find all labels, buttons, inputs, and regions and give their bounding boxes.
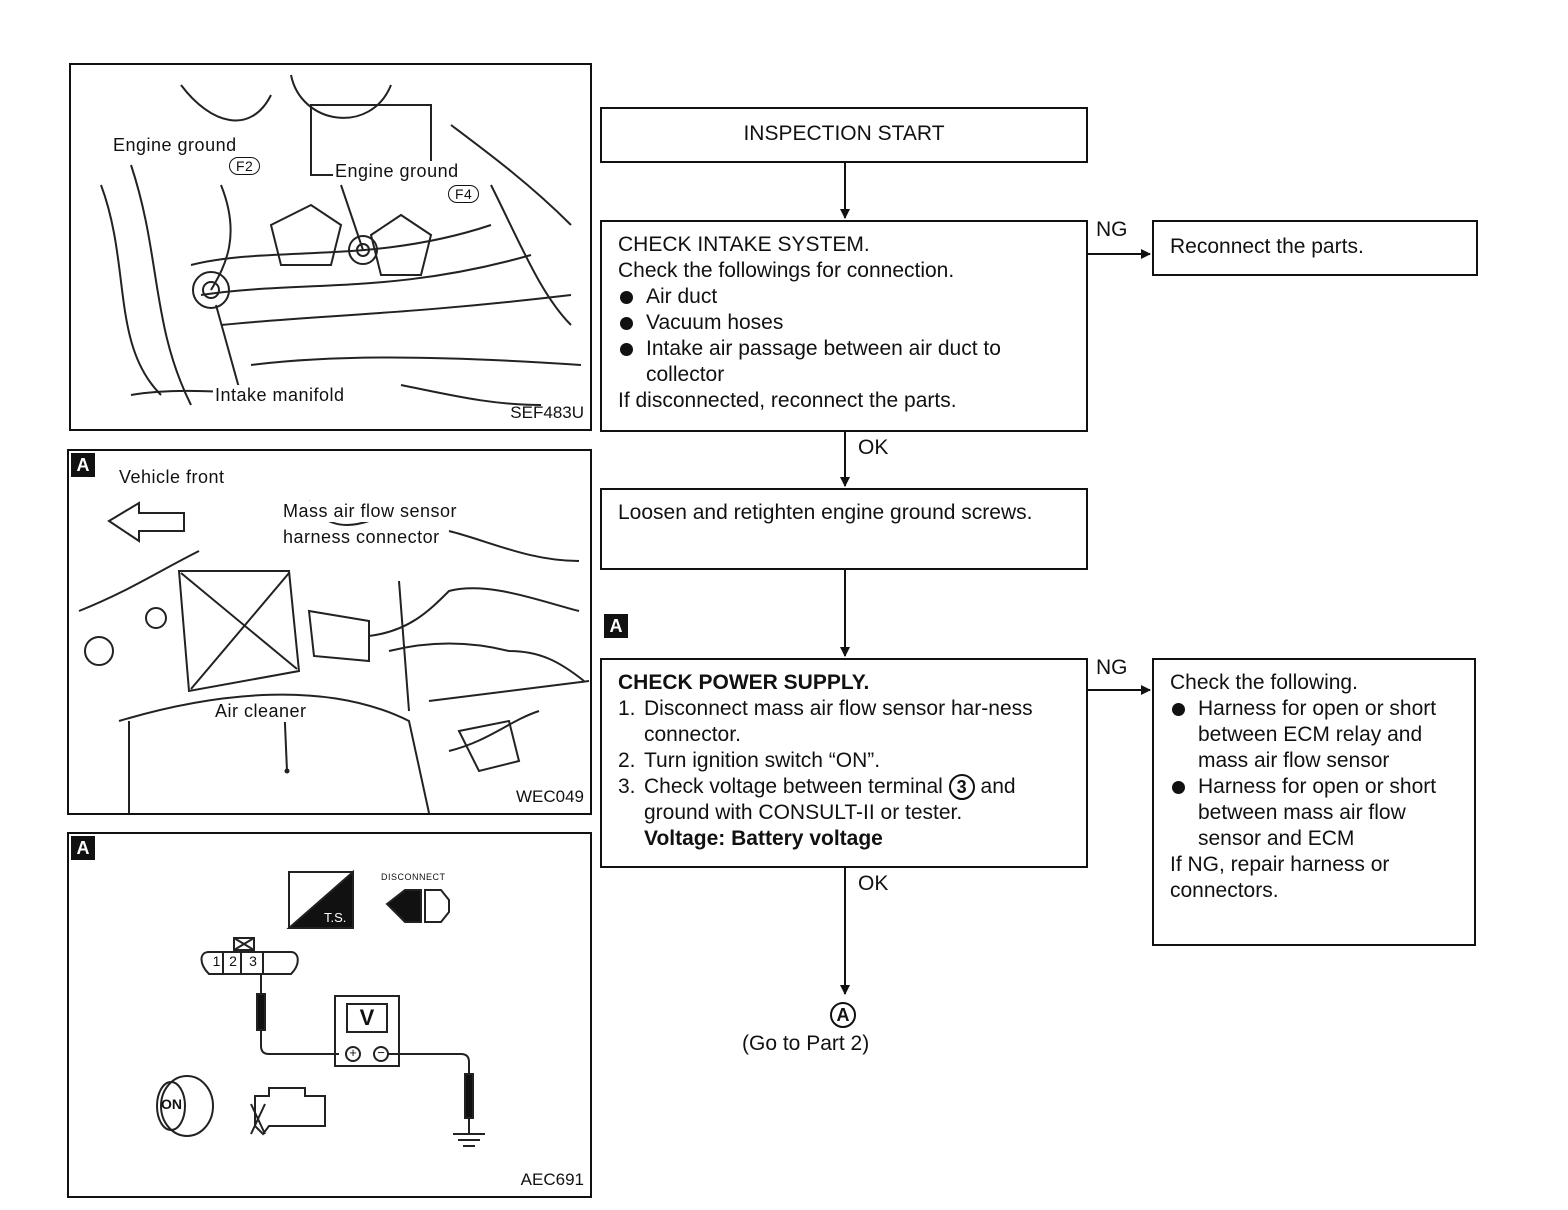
- connector-pin-2: 2: [229, 953, 237, 969]
- goto-label: (Go to Part 2): [742, 1032, 870, 1055]
- check-following-box: Check the following. Harness for open or…: [1152, 658, 1476, 946]
- voltage-check-diagram: [156, 869, 485, 1147]
- intake-title: CHECK INTAKE SYSTEM.: [618, 233, 870, 256]
- loosen-box: Loosen and retighten engine ground screw…: [600, 488, 1088, 570]
- goto-marker-badge: A: [830, 1002, 856, 1028]
- label-engine-ground-f2: Engine ground: [111, 135, 239, 156]
- list-item: 1. Disconnect mass air flow sensor har-ne…: [618, 696, 1070, 748]
- voltmeter-label: V: [359, 1005, 375, 1030]
- figure-maf-connector: A Vehicle front Mass air flow sensor har…: [67, 449, 592, 815]
- inspection-start-label: INSPECTION START: [743, 122, 945, 145]
- disconnect-label: DISCONNECT: [381, 872, 446, 882]
- label-vehicle-front: Vehicle front: [117, 467, 227, 488]
- connector-pin-1: 1: [212, 953, 221, 969]
- terminal-badge: 3: [948, 774, 975, 800]
- ng-label: NG: [1096, 656, 1128, 679]
- list-item: Vacuum hoses: [618, 310, 1070, 336]
- engine-illustration: [100, 74, 582, 406]
- reconnect-box: Reconnect the parts.: [1152, 220, 1478, 276]
- ts-label: T.S.: [324, 910, 347, 925]
- power-steps: 1. Disconnect mass air flow sensor har-ne…: [618, 696, 1070, 826]
- goto-marker: A: [830, 1002, 856, 1028]
- figure-code: SEF483U: [510, 403, 584, 422]
- list-item: 2. Turn ignition switch “ON”.: [618, 748, 1070, 774]
- figure-code: AEC691: [520, 1170, 584, 1189]
- power-title: CHECK POWER SUPPLY.: [618, 671, 870, 694]
- following-footer: If NG, repair harness or connectors.: [1170, 853, 1390, 902]
- ng-label: NG: [1096, 218, 1128, 241]
- step-text: and ground with CONSULT-II or tester.: [644, 775, 1016, 824]
- inspection-start-box: INSPECTION START: [600, 107, 1088, 163]
- label-maf-harness: harness connector: [281, 527, 442, 548]
- label-engine-ground-f4: Engine ground: [333, 161, 461, 182]
- step-text: Check voltage between terminal: [644, 775, 943, 798]
- badge-f4: F4: [448, 185, 480, 203]
- ok-label: OK: [858, 872, 889, 895]
- following-title: Check the following.: [1170, 671, 1358, 694]
- intake-items: Air duct Vacuum hoses Intake air passage…: [618, 284, 1070, 388]
- label-air-cleaner: Air cleaner: [213, 701, 309, 722]
- figure-engine-ground: Engine ground F2 Engine ground F4 Intake…: [69, 63, 592, 431]
- ignition-key-icon: ON: [161, 1096, 182, 1112]
- step-number: 2.: [618, 749, 636, 772]
- ok-label: OK: [858, 436, 889, 459]
- list-item: Air duct: [618, 284, 1070, 310]
- list-item: 3. Check voltage between terminal 3 and g…: [618, 774, 1070, 826]
- vehicle-front-arrow-icon: [107, 501, 185, 543]
- step-text: Turn ignition switch “ON”.: [644, 749, 881, 772]
- intake-footer: If disconnected, reconnect the parts.: [618, 389, 957, 412]
- loosen-label: Loosen and retighten engine ground screw…: [618, 501, 1033, 524]
- list-item: Harness for open or short between ECM re…: [1170, 696, 1458, 774]
- connector-pin-3: 3: [249, 953, 257, 969]
- step-number: 3.: [618, 775, 636, 798]
- voltmeter-plus: +: [349, 1045, 357, 1060]
- list-item: Harness for open or short between mass a…: [1170, 774, 1458, 852]
- badge-f2: F2: [229, 157, 261, 175]
- step-number: 1.: [618, 697, 636, 720]
- list-item: Intake air passage between air duct to c…: [618, 336, 1070, 388]
- marker-a-tag: A: [71, 836, 95, 860]
- reconnect-label: Reconnect the parts.: [1170, 235, 1364, 258]
- check-power-box: CHECK POWER SUPPLY. 1. Disconnect mass ai…: [600, 658, 1088, 868]
- maf-illustration: [78, 500, 590, 813]
- marker-a-tag: A: [71, 453, 95, 477]
- figure-code: WEC049: [515, 787, 584, 806]
- label-maf-sensor: Mass air flow sensor: [281, 501, 460, 522]
- step-text: Disconnect mass air flow sensor har-ness…: [644, 697, 1033, 746]
- check-intake-box: CHECK INTAKE SYSTEM. Check the following…: [600, 220, 1088, 432]
- power-voltage: Voltage: Battery voltage: [644, 827, 883, 850]
- marker-a-flow: A: [604, 614, 628, 638]
- voltmeter-minus: −: [377, 1045, 385, 1060]
- following-items: Harness for open or short between ECM re…: [1170, 696, 1458, 852]
- figure-voltage-check: A T.S. DISCONNECT 1 2 3 V + − ON AEC691: [67, 832, 592, 1198]
- label-intake-manifold: Intake manifold: [213, 385, 347, 406]
- intake-line: Check the followings for connection.: [618, 259, 955, 282]
